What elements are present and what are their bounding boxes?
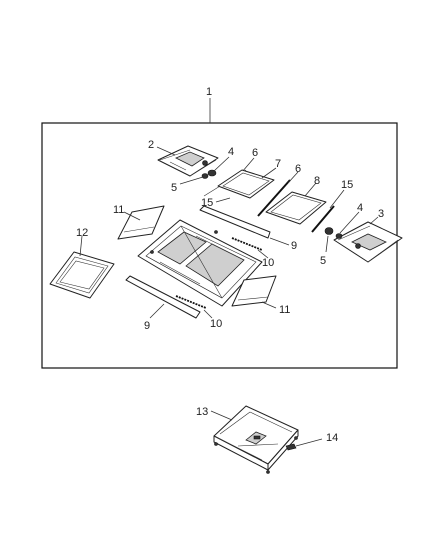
- callout-11-lower: 11: [279, 304, 290, 316]
- part-11-pad-upper: 11: [113, 204, 165, 240]
- part-6-seal-right: 6: [257, 163, 301, 217]
- roof-frame-main: [137, 219, 263, 307]
- part-4-clip-left: 4 5: [171, 146, 234, 194]
- callout-9-upper: 9: [291, 240, 297, 252]
- callout-11-upper: 11: [113, 204, 124, 216]
- callout-5-right: 5: [320, 255, 326, 267]
- callout-group-1: 1: [206, 86, 212, 123]
- part-13-roof-panel: 13: [196, 405, 299, 474]
- callout-10-lower: 10: [210, 318, 222, 330]
- part-10-drain-lower: 10: [175, 295, 222, 330]
- part-9-rail-lower: 9: [125, 275, 201, 332]
- part-9-rail-upper: 9: [199, 205, 297, 252]
- part-14-fastener: 14: [285, 432, 338, 451]
- callout-5-left: 5: [171, 182, 177, 194]
- callout-3: 3: [378, 208, 384, 220]
- callout-9-lower: 9: [144, 320, 150, 332]
- part-7-glass-panel: 7: [217, 158, 281, 199]
- callout-15-right: 15: [341, 179, 353, 191]
- callout-2: 2: [148, 139, 154, 151]
- part-2-corner-panel-left: 2: [148, 139, 219, 177]
- callout-13: 13: [196, 406, 208, 418]
- callout-10-upper: 10: [262, 257, 274, 269]
- callout-8: 8: [314, 175, 320, 187]
- part-12-sunshade-frame: 12: [49, 227, 115, 299]
- part-11-pad-lower: 11: [231, 275, 290, 316]
- part-3-corner-panel-right: 3: [333, 208, 403, 263]
- callout-4-left: 4: [228, 146, 234, 158]
- callout-6-right: 6: [295, 163, 301, 175]
- callout-6-left: 6: [252, 147, 258, 159]
- callout-1: 1: [206, 86, 212, 98]
- part-8-glass-panel: 8: [265, 175, 327, 225]
- part-10-drain-upper: 10: [231, 237, 274, 269]
- assembly-frame: [41, 122, 398, 369]
- callout-14: 14: [326, 432, 338, 444]
- part-15-strip-right: 15: [311, 179, 353, 233]
- callout-7: 7: [275, 158, 281, 170]
- callout-4-right: 4: [357, 202, 363, 214]
- callout-12: 12: [76, 227, 88, 239]
- part-4-clip-right: 4 5: [320, 202, 363, 267]
